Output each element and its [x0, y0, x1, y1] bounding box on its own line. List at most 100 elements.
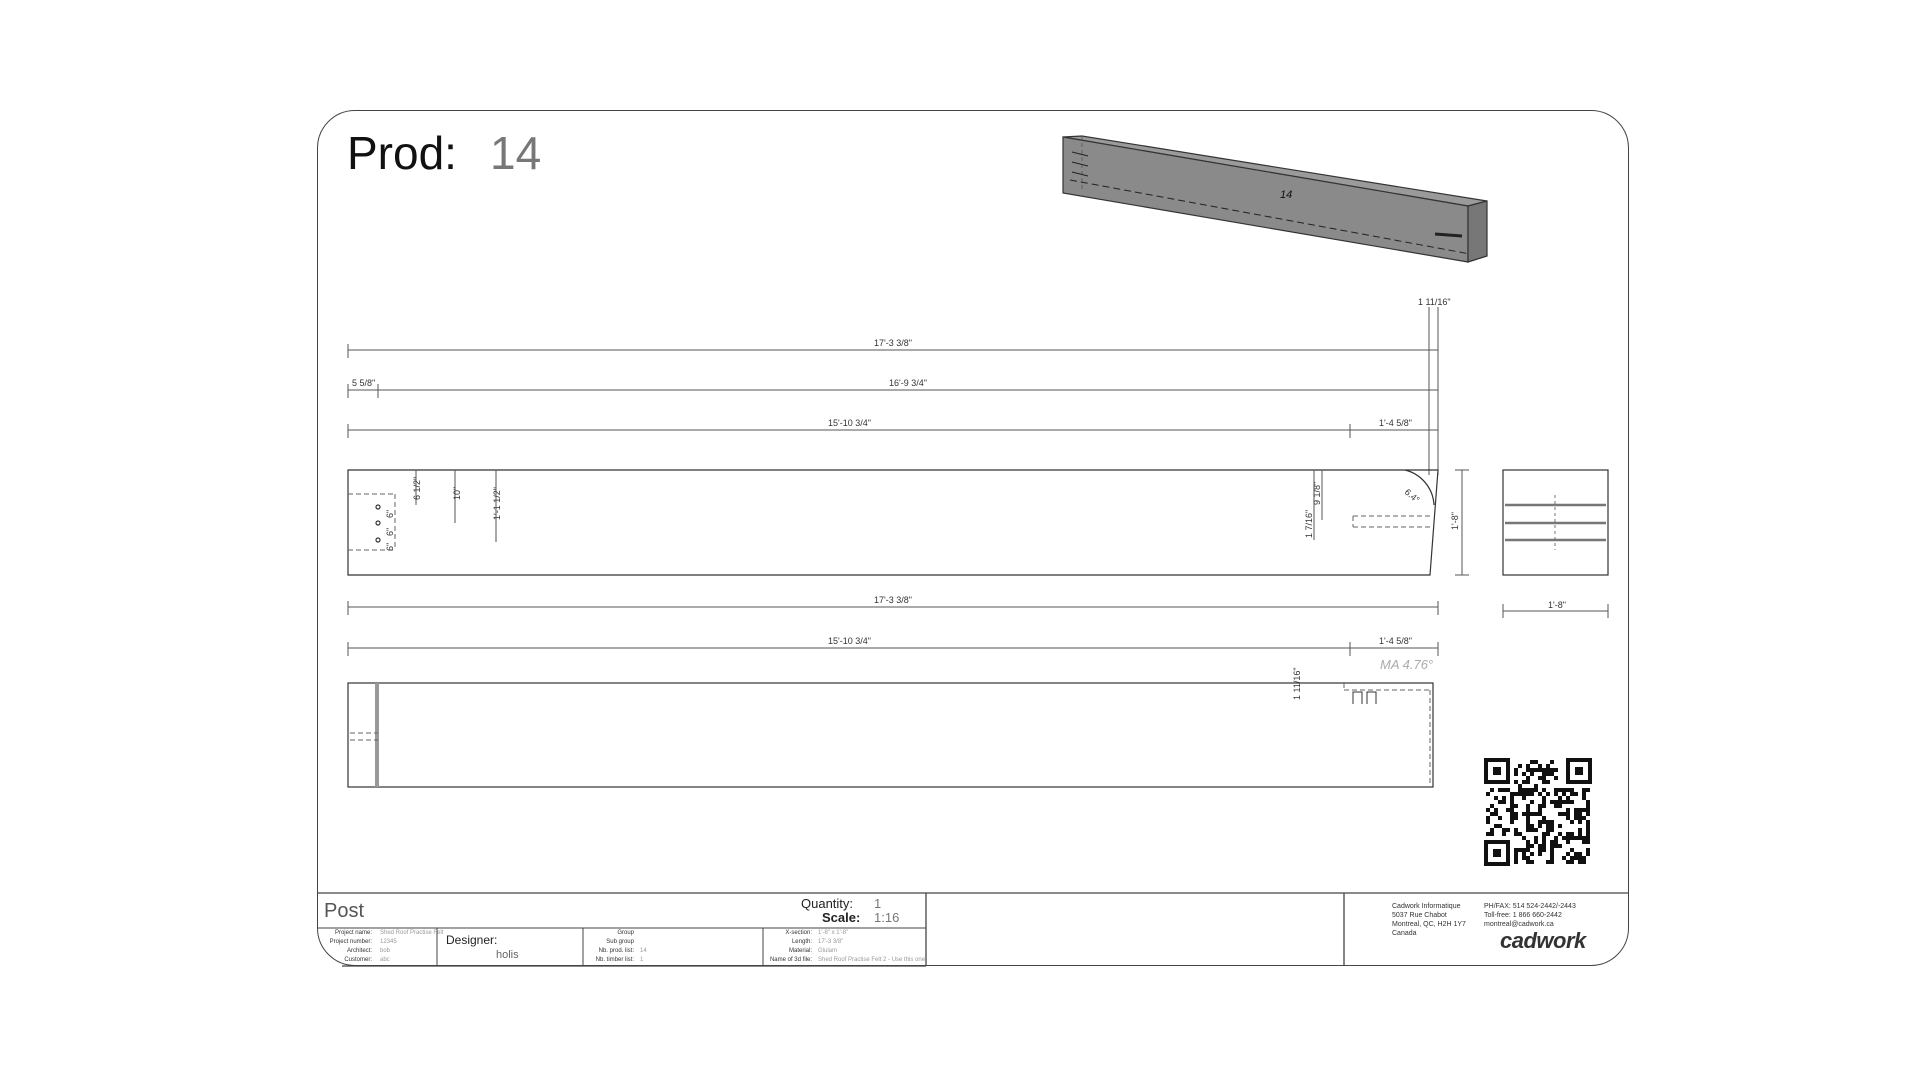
qr-module [1526, 844, 1530, 848]
qr-module [1522, 812, 1526, 816]
qr-module [1578, 856, 1582, 860]
qr-module [1550, 768, 1554, 772]
qr-module [1538, 824, 1542, 828]
qr-module [1526, 812, 1530, 816]
qr-module [1582, 796, 1586, 800]
front-elevation: 6" 6" 6" 6 1/2" 10" 1'-1 1/2" 1 7/16" 9 … [347, 469, 1469, 576]
qr-module [1526, 768, 1530, 772]
qr-module [1514, 856, 1518, 860]
qr-module [1550, 800, 1554, 804]
qr-module [1534, 760, 1538, 764]
qr-module [1570, 820, 1574, 824]
company-country: Canada [1392, 930, 1417, 937]
qr-module [1518, 784, 1522, 788]
qr-module [1530, 768, 1534, 772]
qr-module [1578, 836, 1582, 840]
qr-module [1546, 832, 1550, 836]
qr-module [1538, 844, 1542, 848]
qr-module [1542, 772, 1546, 776]
qr-module [1566, 788, 1570, 792]
qr-module [1546, 768, 1550, 772]
qr-module [1534, 788, 1538, 792]
qr-module [1586, 836, 1590, 840]
qr-module [1558, 844, 1562, 848]
qr-module [1566, 832, 1570, 836]
qr-module [1526, 824, 1530, 828]
end-section: 1'-8" [1502, 469, 1609, 618]
company-email: montreal@cadwork.ca [1484, 921, 1554, 928]
qr-module [1586, 848, 1590, 852]
qr-module [1498, 788, 1502, 792]
qr-module [1546, 772, 1550, 776]
qr-module [1502, 800, 1506, 804]
qr-module [1494, 812, 1498, 816]
qr-module [1506, 828, 1510, 832]
qr-module [1542, 832, 1546, 836]
qr-module [1538, 808, 1542, 812]
iso-hole-marks [1071, 151, 1089, 177]
qr-module [1550, 828, 1554, 832]
qr-module [1498, 800, 1502, 804]
qr-module [1546, 828, 1550, 832]
qr-module [1514, 804, 1518, 808]
qr-module [1486, 808, 1490, 812]
qr-module [1550, 856, 1554, 860]
dim-section-width: 1'-8" [1548, 600, 1566, 610]
qr-module [1514, 812, 1518, 816]
qr-module [1586, 824, 1590, 828]
qr-module [1578, 820, 1582, 824]
qr-module [1542, 840, 1546, 844]
qr-module [1526, 848, 1530, 852]
dim-hole-spacing-1: 6" [385, 510, 395, 518]
dim-plan-end: 1'-4 5/8" [1379, 636, 1412, 646]
qr-module [1506, 808, 1510, 812]
qr-module [1550, 852, 1554, 856]
qr-module [1538, 804, 1542, 808]
qr-module [1542, 788, 1546, 792]
qr-module [1486, 816, 1490, 820]
designer-label: Designer: [446, 933, 498, 947]
part-name: Post [324, 900, 365, 922]
qr-module [1514, 828, 1518, 832]
qr-module [1530, 844, 1534, 848]
qr-module [1518, 788, 1522, 792]
qr-module [1538, 852, 1542, 856]
qr-module [1522, 836, 1526, 840]
qr-module [1578, 852, 1582, 856]
qr-module [1554, 768, 1558, 772]
qr-module [1502, 796, 1506, 800]
qr-module [1574, 836, 1578, 840]
qr-module [1546, 820, 1550, 824]
qr-module [1586, 840, 1590, 844]
qr-module [1570, 792, 1574, 796]
company-name: Cadwork Informatique [1392, 903, 1461, 910]
company-address2: Montreal, QC, H2H 1Y7 [1392, 921, 1466, 928]
qr-module [1570, 832, 1574, 836]
qr-module [1542, 836, 1546, 840]
qr-module [1566, 852, 1570, 856]
dim-hole-spacing-3: 6" [385, 543, 395, 551]
dim-height: 1'-8" [1450, 512, 1460, 530]
qr-module [1586, 828, 1590, 832]
qr-module [1526, 856, 1530, 860]
qr-module [1558, 796, 1562, 800]
qr-module [1502, 828, 1506, 832]
dimension-lines: 1 11/16" 17'-3 3/8" 5 5/8" 16'-9 3/4" 15… [347, 297, 1451, 475]
qr-module [1570, 856, 1574, 860]
qr-module [1582, 788, 1586, 792]
qr-module [1506, 788, 1510, 792]
qr-module [1486, 820, 1490, 824]
qr-module [1582, 816, 1586, 820]
qr-module [1538, 812, 1542, 816]
qr-module [1570, 800, 1574, 804]
qr-module [1486, 832, 1490, 836]
qr-module [1554, 792, 1558, 796]
qr-module [1514, 848, 1518, 852]
qr-module [1534, 784, 1538, 788]
qr-module [1574, 856, 1578, 860]
qr-module [1582, 836, 1586, 840]
qr-module [1566, 836, 1570, 840]
qr-module [1566, 860, 1570, 864]
company-phone: PH/FAX: 514 524-2442/-2443 [1484, 903, 1576, 910]
qr-module [1530, 824, 1534, 828]
